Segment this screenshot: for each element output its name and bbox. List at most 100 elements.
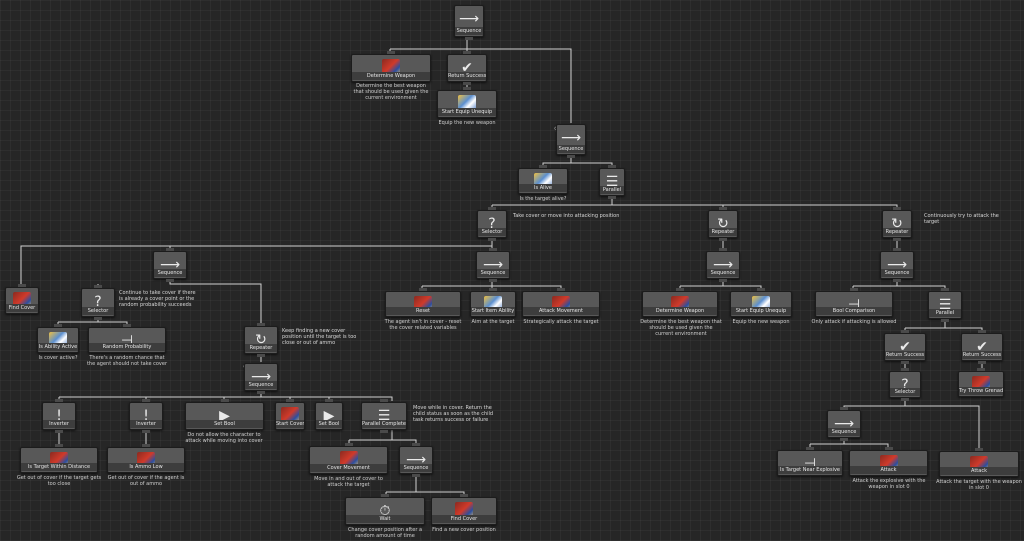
node-label: Inverter [43,420,75,428]
parallel-complete-node[interactable]: ☰ Parallel Complete [361,399,407,433]
is-alive-node[interactable]: Is Alive [518,165,568,194]
reset-node[interactable]: Reset [385,288,461,317]
sequence-node[interactable]: ⟶ Sequence [556,124,586,158]
sequence-node[interactable]: ⟶ Sequence [880,248,914,282]
arrow-right-icon: ⟶ [159,257,181,273]
node-label: Parallel [929,309,961,317]
node-label: Sequence [707,269,739,277]
node-description: Is the target alive? [519,196,567,202]
arrow-right-icon: ⟶ [833,416,855,432]
node-label: Start Item Ability [471,307,515,315]
node-label: Is Ammo Low [108,463,184,471]
sequence-node[interactable]: ⟶ Sequence [244,363,278,394]
random-probability-node[interactable]: ⊣ Random Probability [88,324,166,353]
return-success-node[interactable]: ✔ Return Success [447,51,487,85]
repeat-icon: ↻ [891,216,903,232]
inverter-node[interactable]: ! Inverter [129,399,163,433]
node-label: Repeater [245,344,277,352]
parallel-node[interactable]: ☰ Parallel [599,165,625,199]
selector-node[interactable]: ? Selector [81,285,115,320]
parallel-lines-icon: ☰ [605,174,619,190]
bool-comparison-node[interactable]: ⊣ Bool Comparison [815,288,893,317]
sequence-node[interactable]: ⟶ Sequence [399,443,433,477]
node-label: Sequence [245,381,277,389]
determine-weapon-node[interactable]: Determine Weapon [642,288,718,317]
try-throw-grenade-node[interactable]: Try Throw Grenade [958,368,1004,397]
sequence-node[interactable]: ⟶ Sequence [476,248,510,282]
sequence-node[interactable]: ⟶ Sequence [827,407,861,441]
repeater-node[interactable]: ↻ Repeater [882,207,912,241]
node-label: Start Equip Unequip [731,307,791,315]
repeater-node[interactable]: ↻ Repeater [244,323,278,357]
start-equip-unequip-node[interactable]: Start Equip Unequip [437,87,497,118]
is-target-near-explosive-node[interactable]: ⊣ Is Target Near Explosive [777,447,843,476]
arrow-right-icon: ⟶ [405,452,427,468]
repeater-node[interactable]: ↻ Repeater [708,207,738,241]
return-success-node[interactable]: ✔ Return Success [961,330,1003,364]
sequence-node[interactable]: ⟶ Sequence [153,248,187,282]
node-label: Is Target Within Distance [21,463,97,471]
is-target-within-distance-node[interactable]: Is Target Within Distance [20,444,98,473]
node-comment: Keep finding a new cover position until … [282,328,357,346]
find-cover-node[interactable]: Find Cover [431,494,497,525]
selector-node[interactable]: ? Selector [889,368,921,401]
inverter-node[interactable]: ! Inverter [42,399,76,433]
node-comment: Move while in cover. Return the child st… [413,405,494,423]
node-description: Attack the explosive with the weapon in … [852,478,926,490]
return-success-node[interactable]: ✔ Return Success [884,330,926,364]
set-bool-node[interactable]: ▶ Set Bool [185,399,264,430]
start-equip-unequip-node[interactable]: Start Equip Unequip [730,288,792,317]
node-label: Inverter [130,420,162,428]
node-label: Is Ability Active [38,343,78,351]
node-label: Attack [940,467,1018,475]
question-icon: ? [901,377,909,393]
attack-node[interactable]: Attack [939,448,1019,477]
node-description: Equip the new weapon [732,319,790,325]
node-description: Do not allow the character to attack whi… [185,432,263,444]
sequence-node[interactable]: ⟶ Sequence [454,5,484,40]
is-ability-active-node[interactable]: Is Ability Active [37,324,79,353]
node-label: Sequence [828,428,860,436]
node-comment: Continuously try to attack the target [924,213,999,225]
node-label: Random Probability [89,343,165,351]
node-label: Determine Weapon [352,72,430,80]
node-label: Find Cover [432,515,496,523]
arrow-right-icon: ⟶ [712,257,734,273]
node-description: Find a new cover position [432,527,496,533]
attack-node[interactable]: Attack [849,447,928,476]
stopwatch-icon: ⏱ [379,503,391,519]
attack-movement-node[interactable]: Attack Movement [522,288,600,317]
node-label: Sequence [154,269,186,277]
node-description: Only attack if attacking is allowed [811,319,897,325]
find-cover-node[interactable]: Find Cover [5,284,39,314]
set-bool-node[interactable]: ▶ Set Bool [315,399,343,430]
check-icon: ✔ [461,60,473,76]
node-description: Is cover active? [38,355,78,361]
sequence-node[interactable]: ⟶ Sequence [706,248,740,282]
node-comment: Take cover or move into attacking positi… [513,213,620,219]
node-comment: Continue to take cover if there is alrea… [119,290,196,308]
is-ammo-low-node[interactable]: Is Ammo Low [107,444,185,473]
node-description: Determine the best weapon that should be… [353,83,429,101]
start-cover-node[interactable]: Start Cover [275,399,305,430]
determine-weapon-node[interactable]: Determine Weapon [351,51,431,82]
start-item-ability-node[interactable]: Start Item Ability [470,288,516,317]
node-description: There's a random chance that the agent s… [86,355,168,367]
node-description: Equip the new weapon [438,120,496,126]
node-label: Selector [890,388,920,396]
node-label: Attack Movement [523,307,599,315]
cover-movement-node[interactable]: Cover Movement [309,443,388,474]
node-description: Determine the best weapon that should be… [640,319,722,337]
question-icon: ? [94,294,102,310]
node-description: Get out of cover if the target gets too … [16,475,102,487]
node-description: Aim at the target [471,319,515,325]
node-label: Sequence [455,27,483,35]
parallel-node[interactable]: ☰ Parallel [928,288,962,322]
node-description: Get out of cover if the agent is out of … [107,475,185,487]
wait-node[interactable]: ⏱ Wait [345,494,425,525]
selector-node[interactable]: ? Selector [477,207,507,241]
parallel-lines-icon: ☰ [938,297,952,313]
arrow-right-icon: ⟶ [886,257,908,273]
node-label: Sequence [477,269,509,277]
